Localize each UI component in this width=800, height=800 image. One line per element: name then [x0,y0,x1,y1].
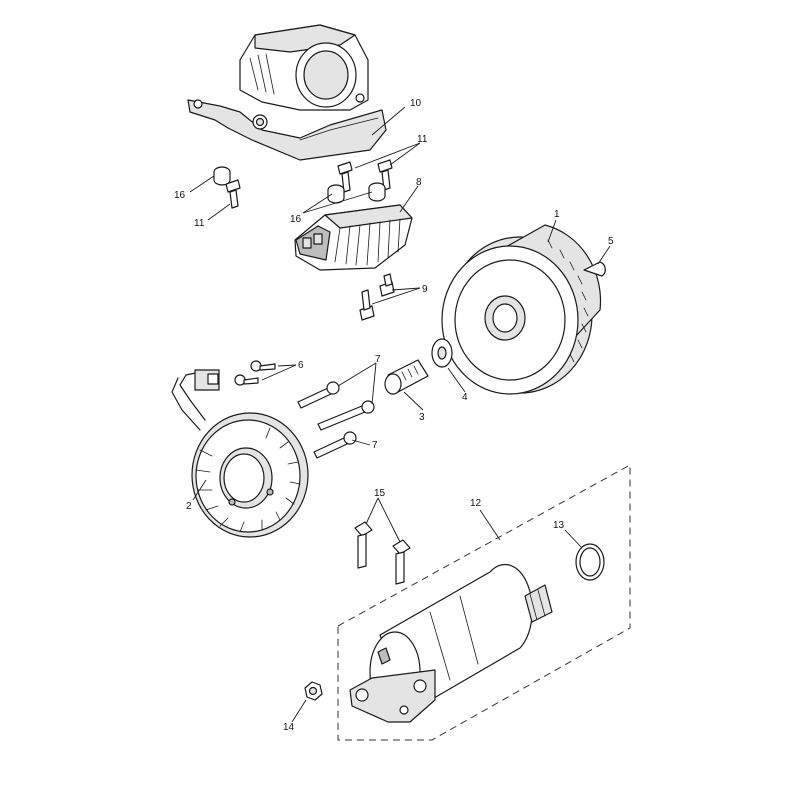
part-7-bolt-b [317,400,375,431]
callout-1: 1 [554,209,560,220]
part-16-grommet-a [213,166,231,186]
callout-2: 2 [186,501,192,512]
leader-lines [189,106,611,723]
callout-3: 3 [419,412,425,423]
part-11-bolt-b [377,159,393,191]
part-2-stator [171,369,309,538]
callout-7-top: 7 [375,354,381,365]
part-11-bolt-c [225,179,241,209]
part-6-screw-a [250,360,276,372]
callout-9: 9 [422,284,428,295]
part-5-key [583,261,606,277]
part-8-regulator [294,204,413,271]
callout-11-left: 11 [194,218,205,229]
part-13-o-ring [575,543,605,581]
callout-10: 10 [410,98,422,109]
part-3-bolt [384,359,429,395]
callout-16-left: 16 [174,190,186,201]
callout-16-center: 16 [290,214,302,225]
callout-12: 12 [470,498,482,509]
part-4-washer [431,338,453,368]
part-9-bolt-b [359,289,375,321]
part-14-nut [304,681,323,701]
part-11-bolt-a [337,161,353,193]
callout-11-top: 11 [417,134,428,145]
part-10-cover [187,24,387,161]
callout-labels: 10 11 8 16 16 11 1 5 9 6 7 7 3 4 2 15 12… [174,98,614,733]
part-9-bolt-a [379,273,395,297]
callout-15: 15 [374,488,386,499]
callout-7-bottom: 7 [372,440,378,451]
callout-5: 5 [608,236,614,247]
part-1-rotor [441,224,602,395]
part-15-bolt-b [392,539,411,585]
part-16-grommet-b [327,184,345,204]
callout-4: 4 [462,392,468,403]
callout-14: 14 [283,722,295,733]
part-7-bolt-c [313,431,357,459]
callout-8: 8 [416,177,422,188]
starter-assembly-dashed-outline [337,464,631,741]
part-12-starter-motor [349,563,553,723]
part-15-bolt-a [354,521,373,569]
part-16-grommet-c [368,182,386,202]
callout-13: 13 [553,520,565,531]
callout-6: 6 [298,360,304,371]
part-6-screw-b [234,374,259,386]
part-7-bolt-a [297,381,340,409]
